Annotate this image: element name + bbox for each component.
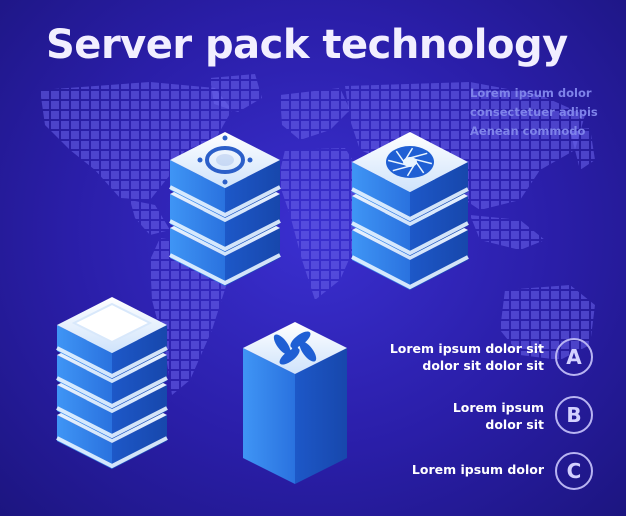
option-c-line-1: Lorem ipsum dolor [411,462,544,477]
option-a-text: Lorem ipsum dolor sit dolor sit dolor si… [390,340,544,374]
server-aperture [351,132,469,290]
block-left-face [243,348,295,484]
option-a-line-2: dolor sit dolor sit [422,358,544,373]
option-a-badge: A [555,338,593,376]
server-plain [56,297,168,469]
option-b-line-1: Lorem ipsum [452,400,544,415]
option-b-line-2: dolor sit [485,417,544,432]
top-panel [71,302,153,344]
option-c-text: Lorem ipsum dolor [412,461,544,478]
aperture-icon [386,146,434,178]
option-b-badge: B [555,396,593,434]
intro-line-1: Lorem ipsum dolor [470,86,592,100]
fan-icon [273,331,317,365]
option-a-line-1: Lorem ipsum dolor sit [389,341,544,356]
speaker-icon [197,135,253,185]
intro-line-2: consectetuer adipis [470,105,598,119]
server-tier [169,132,281,218]
server-speaker [169,132,281,286]
page-title: Server pack technology [46,22,568,68]
option-b-text: Lorem ipsum dolor sit [453,399,544,433]
block-right-face [295,348,347,484]
server-fan-block [243,322,347,484]
intro-line-3: Aenean commodo [470,124,586,138]
server-tier [351,132,469,222]
option-c-badge: C [555,452,593,490]
intro-text: Lorem ipsum dolor consectetuer adipis Ae… [470,84,620,141]
